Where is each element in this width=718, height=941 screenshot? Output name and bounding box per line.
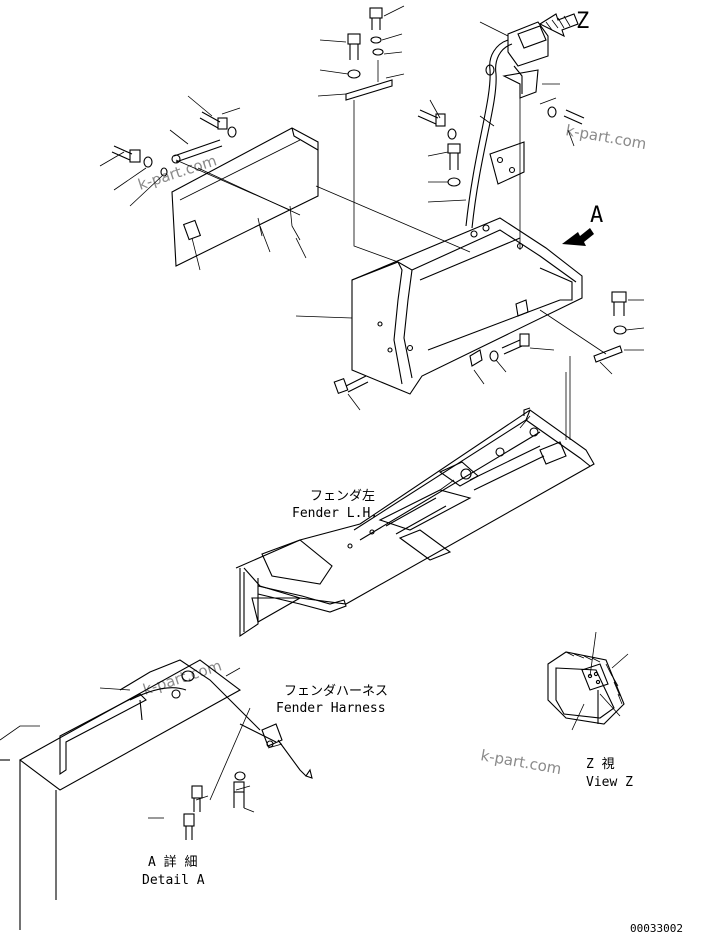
view-z-label-jp: Z 視 [586,757,615,772]
detail-a-label-jp: A 詳 細 [148,854,197,870]
leader-lines-frame [439,415,531,491]
leader-lines-left [99,95,307,271]
side-cover-panel [171,127,319,267]
view-z-lamp-drawing [547,651,625,725]
fender-harness-label-jp: フェンダハーネス [284,684,388,699]
watermark: k-part.com [136,151,219,193]
view-z-marker: Z [576,9,589,34]
fender-harness-label-en: Fender Harness [276,701,386,716]
work-lamp [502,21,549,99]
hatched-arrow-icon [538,13,579,38]
leader-lines-box [295,299,645,411]
watermark: k-part.com [564,121,648,153]
bolt-group-right-upper [417,106,585,187]
leader-lines-top [317,5,405,97]
leader-lines-detail-a [0,667,283,819]
watermark: k-part.com [479,746,563,778]
bolt-group-left [111,111,237,177]
solid-arrow-icon [562,228,594,246]
view-z-label-en: View Z [586,775,633,790]
detail-a-drawing [0,659,313,930]
lamp-bracket [489,141,525,185]
fender-lh-label-jp: フェンダ左 [310,489,375,504]
fender-frame [235,407,595,638]
leader-lines-right-upper [427,21,575,203]
detail-a-label-en: Detail A [142,873,205,888]
assembly-lines [315,98,607,440]
bolt-group-box [333,291,627,395]
view-a-marker: A [590,203,603,228]
lamp-harness [465,39,513,229]
leader-lines-view-z [571,631,629,731]
drawing-number: 00033002 [630,922,683,935]
cover-rod [171,139,223,164]
fender-lh-label-en: Fender L.H. [292,506,378,521]
fender-box [351,217,583,395]
